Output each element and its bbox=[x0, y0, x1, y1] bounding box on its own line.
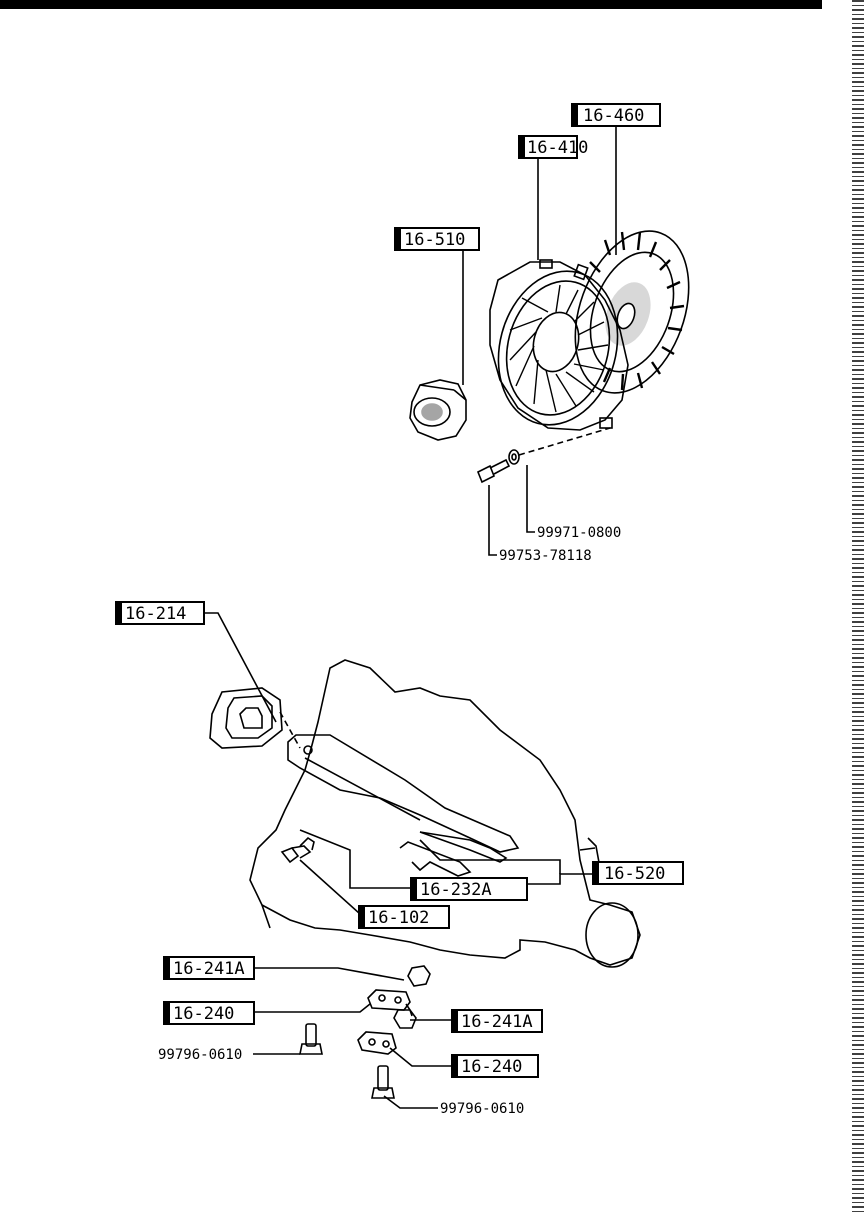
callout-16-240-right: 16-240 bbox=[451, 1054, 539, 1078]
callout-label: 16-240 bbox=[461, 1057, 522, 1077]
callout-label: 16-241A bbox=[173, 959, 245, 979]
callout-label: 16-510 bbox=[404, 230, 465, 250]
pivot-pin-illustration bbox=[280, 836, 315, 864]
callout-label: 16-232A bbox=[420, 880, 492, 900]
callout-16-460: 16-460 bbox=[571, 103, 661, 127]
callout-16-510: 16-510 bbox=[394, 227, 480, 251]
callout-16-102: 16-102 bbox=[358, 905, 450, 929]
release-fork-illustration bbox=[287, 734, 520, 863]
callout-16-240-left: 16-240 bbox=[163, 1001, 255, 1025]
callout-16-241a-left: 16-241A bbox=[163, 956, 255, 980]
callout-label: 16-460 bbox=[583, 106, 644, 126]
part-number-bolt: 99753-78118 bbox=[499, 548, 592, 564]
callout-16-241a-right: 16-241A bbox=[451, 1009, 543, 1033]
callout-label: 16-102 bbox=[368, 908, 429, 928]
callout-label: 16-214 bbox=[125, 604, 186, 624]
callout-16-410: 16-410 bbox=[518, 135, 588, 159]
left-bracket-illustration bbox=[299, 965, 431, 1055]
pressure-plate-illustration bbox=[489, 259, 629, 431]
release-fork-boot-illustration bbox=[209, 687, 301, 749]
callout-label: 16-410 bbox=[527, 138, 588, 158]
callout-16-232a: 16-232A bbox=[410, 877, 528, 901]
transmission-housing-illustration bbox=[249, 659, 641, 968]
part-number-washer: 99971-0800 bbox=[537, 525, 621, 541]
part-number-bolt-left: 99796-0610 bbox=[158, 1047, 242, 1063]
top-border-bar bbox=[0, 0, 822, 9]
callout-label: 16-241A bbox=[461, 1012, 533, 1032]
right-bracket-illustration bbox=[357, 1009, 417, 1099]
release-bearing-illustration bbox=[409, 379, 467, 441]
part-number-bolt-right: 99796-0610 bbox=[440, 1101, 524, 1117]
callout-label: 16-520 bbox=[604, 864, 665, 884]
release-fork-spring-illustration bbox=[399, 841, 472, 877]
callout-label: 16-240 bbox=[173, 1004, 234, 1024]
callout-16-214: 16-214 bbox=[115, 601, 205, 625]
callout-16-520: 16-520 bbox=[592, 861, 684, 885]
bolt-washer-illustration bbox=[476, 427, 611, 484]
scan-edge-artifact bbox=[852, 0, 864, 1214]
